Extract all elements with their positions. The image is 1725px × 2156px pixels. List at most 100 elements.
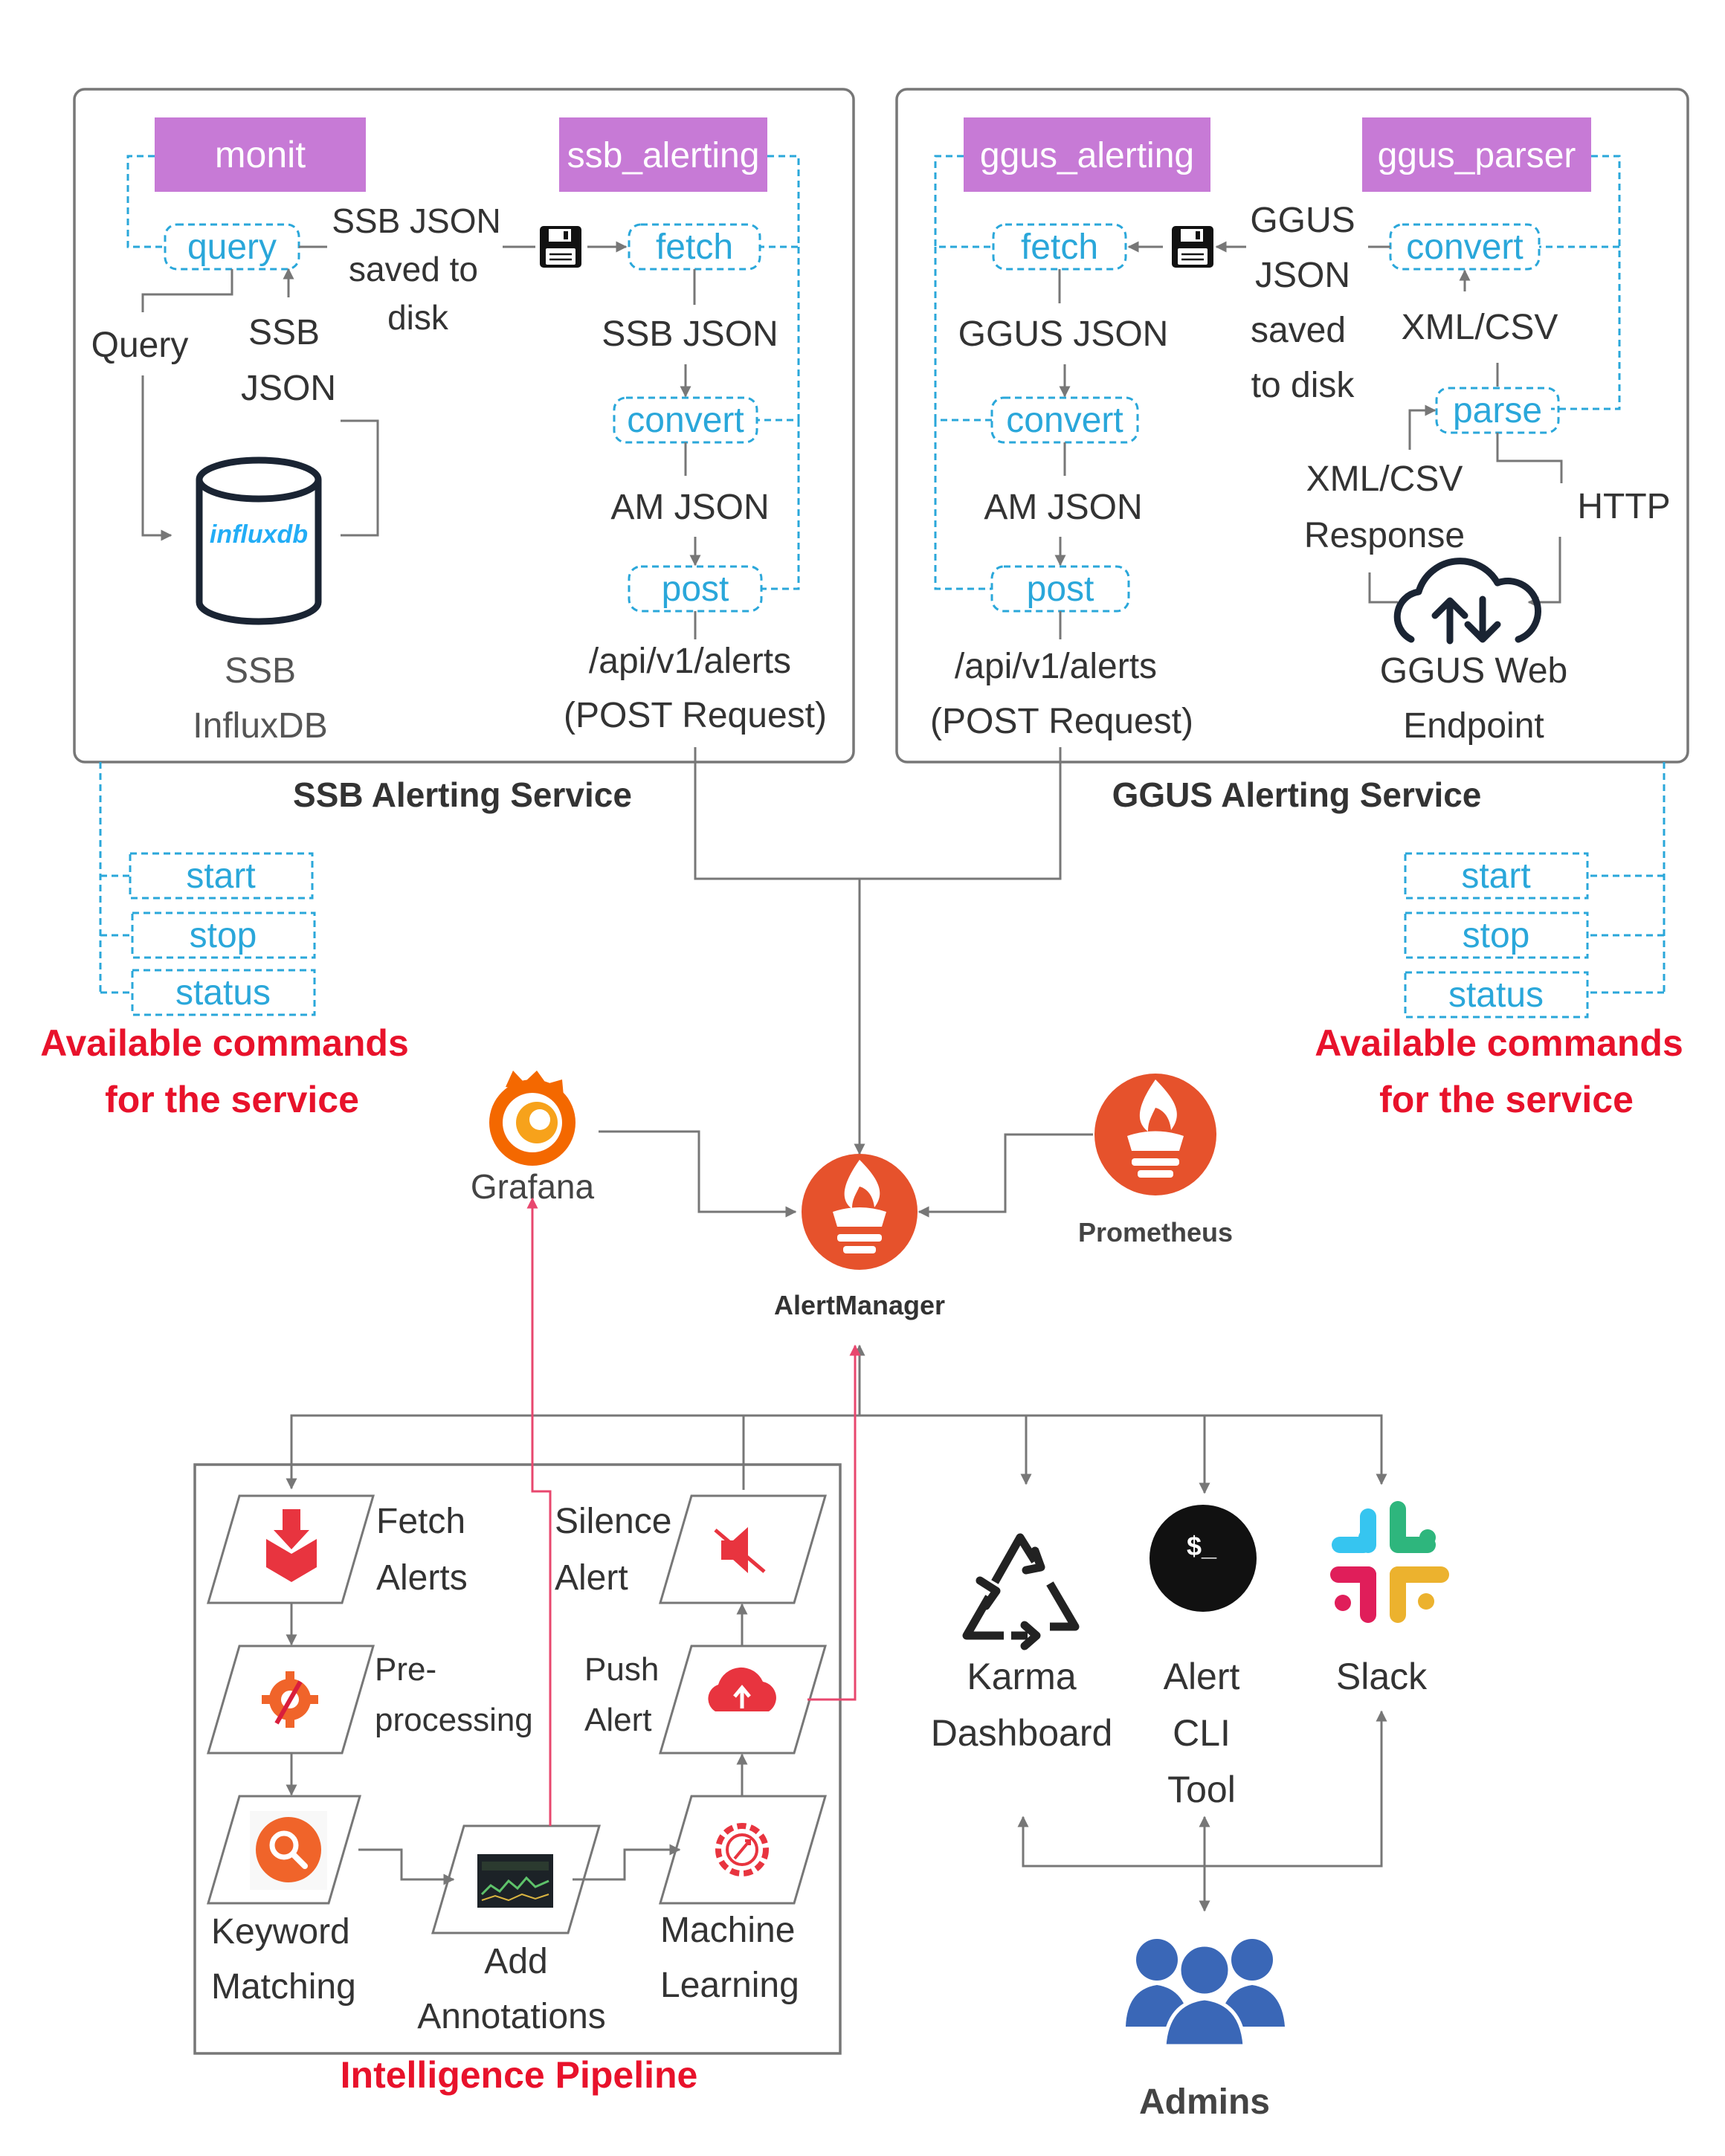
am-to-cli [1026,1414,1210,1494]
ssb-api-alerts-line2: (POST Request) [564,696,827,735]
annotation-to-ml-arrow [573,1844,681,1881]
ggus-json-label: GGUS JSON [958,314,1169,354]
grafana-to-alertmanager [599,1130,797,1218]
influxdb-icon: influxdb [196,456,322,625]
cloud-to-response-line [1368,572,1398,604]
cmd-left-stop-label: stop [190,916,257,955]
monitoring-hub: Grafana AlertManager Prometheus [471,747,1233,1320]
ssb-post-to-alertmanager [694,747,860,880]
cmd-left-status-box[interactable] [131,969,316,1016]
alert-consumers: Karma Dashboard $_ Alert CLI Tool Slack [931,1501,1449,2122]
ssb-api-alerts-line1: /api/v1/alerts [589,642,791,681]
ssb-service-frame [73,88,855,764]
ggus-alerting-loop [934,155,993,248]
ssb-json-saved-line3: disk [387,298,449,337]
prometheus-label: Prometheus [1078,1217,1233,1248]
admins-to-karma-arrow [1017,1816,1205,1868]
mute-speaker-icon [714,1527,766,1573]
push-alert-line2: Alert [584,1702,651,1738]
cmd-left-start-label: start [186,856,255,896]
ssb-monit-loop [126,155,165,248]
ggus-fetch-box[interactable] [992,223,1127,271]
cmd-right-stop-label: stop [1463,916,1530,955]
fetch-alerts-line1: Fetch [376,1502,465,1541]
cmd-left-start-box[interactable] [129,852,314,900]
response-to-parse-arrow [1408,404,1437,450]
fetch-alerts-step[interactable] [207,1494,375,1604]
ggus-alerting-box[interactable] [964,117,1210,192]
slack-icon[interactable] [1330,1501,1449,1623]
download-icon [266,1509,317,1582]
ssb-fetch-label: fetch [656,227,733,267]
xml-csv-response-line2: Response [1304,516,1465,555]
cli-line3: Tool [1167,1769,1236,1810]
karma-line1: Karma [967,1656,1076,1697]
prometheus-to-alertmanager [918,1133,1093,1218]
grafana-icon [489,1071,575,1166]
cmd-right-status-box[interactable] [1404,971,1589,1019]
cmd-right-start-box[interactable] [1404,852,1589,900]
ggus-alerting-service: ggus_alerting ggus_parser fetch convert … [895,88,1689,814]
add-annotations-line1: Add [484,1942,547,1981]
cli-prompt-glyph: $_ [1187,1531,1217,1561]
karma-recycle-icon[interactable] [962,1533,1080,1650]
ssb-json-right-label: SSB JSON [602,314,778,354]
ggus-parser-loop [1551,155,1621,410]
xml-csv-label: XML/CSV [1402,308,1558,347]
push-to-alertmanager-arrow [807,1344,861,1701]
query-down-line [141,269,233,312]
ggus-post-loop [934,420,992,590]
cmd-left-caption-line1: Available commands [40,1022,409,1064]
push-alert-line1: Push [584,1651,659,1688]
silence-alert-line2: Alert [555,1558,628,1598]
magnifier-icon [250,1811,327,1890]
ggus-fetch-label: fetch [1021,227,1098,267]
ggus-convert-right-label: convert [1406,227,1523,267]
cmd-left-stop-box[interactable] [131,911,316,959]
http-label: HTTP [1577,487,1670,526]
cmd-left-status-label: status [175,973,271,1013]
cmd-right-bracket [1590,762,1666,994]
prometheus-icon [1094,1074,1216,1195]
ggus-api-alerts-line1: /api/v1/alerts [955,647,1157,686]
ssb-post-label: post [662,569,729,609]
cmd-left-caption-line2: for the service [105,1079,359,1120]
karma-line2: Dashboard [931,1712,1113,1754]
alertmanager-icon [802,1154,918,1270]
slack-label: Slack [1336,1656,1428,1697]
cmd-left-bracket [99,762,132,994]
dashboard-thumbnail-icon [477,1854,553,1908]
ssb-post-box[interactable] [628,565,763,613]
ggus-saved-line1: GGUS [1250,201,1355,240]
ggus-convert-left-label: convert [1006,401,1123,440]
cli-line2: CLI [1173,1712,1231,1754]
ggus-api-alerts-line2: (POST Request) [930,702,1193,741]
cmd-right-caption-line2: for the service [1379,1079,1634,1120]
ggus-parser-box[interactable] [1362,117,1591,192]
pipeline-frame [193,1463,842,2055]
cmd-right-stop-box[interactable] [1404,911,1589,959]
commands-right: start stop status Available commands for… [1315,762,1683,1120]
cloud-upload-icon [708,1667,776,1711]
influx-to-query-arrow [341,419,379,537]
ssb-json-saved-line2: saved to [349,250,478,288]
ssb-alerting-service: monit ssb_alerting query fetch convert p… [73,88,855,814]
preprocessing-line2: processing [375,1702,533,1738]
ssb-alerting-box[interactable] [559,117,767,192]
ggus-post-to-alertmanager [854,747,1062,1155]
cli-terminal-icon[interactable] [1150,1505,1257,1612]
ssb-convert-label: convert [627,401,744,440]
monit-box[interactable] [155,117,366,192]
ggus-web-endpoint-line2: Endpoint [1403,706,1544,746]
keyword-to-annotation-arrow [358,1848,455,1885]
cli-line1: Alert [1164,1656,1240,1697]
ssb-influxdb-line1: SSB [225,651,296,691]
influxdb-logo-text: influxdb [210,520,308,549]
am-to-karma [860,1414,1032,1485]
machine-learning-line1: Machine [660,1911,795,1950]
fetch-alerts-line2: Alerts [376,1558,468,1598]
ggus-web-endpoint-line1: GGUS Web [1380,651,1568,691]
commands-left: start stop status Available commands for… [40,762,409,1120]
monit-label: monit [215,134,306,175]
cmd-right-caption-line1: Available commands [1315,1022,1683,1064]
